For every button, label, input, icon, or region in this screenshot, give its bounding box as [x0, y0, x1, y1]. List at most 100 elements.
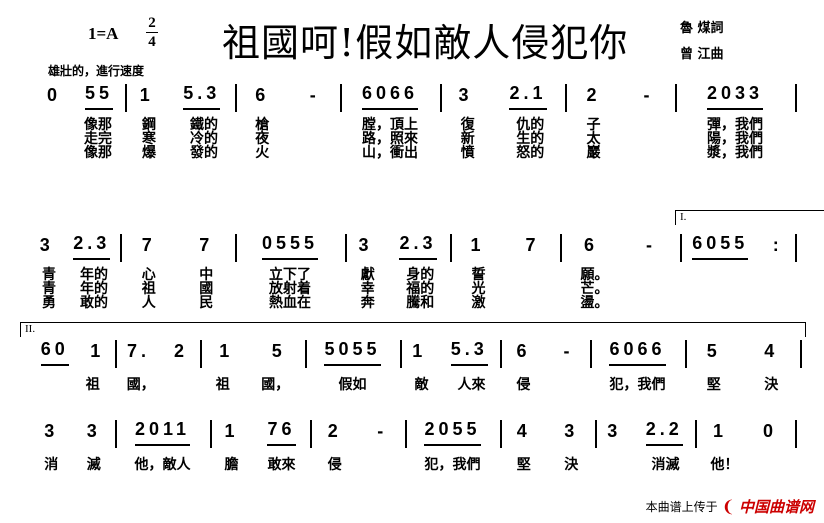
notes-row: 2033: [675, 83, 795, 110]
lyric-syllable: 夜: [255, 131, 270, 147]
lyric-line: 漿，我們: [675, 146, 795, 160]
lyric-line: 消滅: [30, 458, 115, 472]
barline: [680, 234, 682, 262]
lyric-syllable: 誓: [471, 267, 486, 283]
footer: 本曲谱上传于 ❨ 中国曲谱网: [646, 496, 814, 517]
lyric-syllable: 怒的: [516, 145, 545, 161]
lyric-syllable: 祖: [85, 377, 100, 393]
measure: 6066 犯，我們: [590, 339, 685, 400]
barline: [405, 420, 407, 448]
lyric-syllable: 願。: [580, 267, 609, 283]
lyric-syllable: [564, 378, 574, 392]
note: 5.3: [183, 83, 221, 110]
lyric-line: 犯，我們: [590, 378, 685, 392]
measure: 5055 假如: [305, 339, 400, 400]
site-logo[interactable]: 中国曲谱网: [738, 498, 814, 516]
note: 4: [764, 341, 779, 361]
lyric-syllable: [650, 268, 660, 282]
lyric-syllable: 槍: [255, 117, 270, 133]
lyric-line: 光: [450, 282, 560, 296]
lyric-syllable: 像那: [84, 145, 112, 161]
lyric-syllable: [310, 118, 320, 132]
measure: 6-槍夜火: [235, 84, 340, 164]
lyric-line: 勇敢的: [30, 296, 120, 310]
note: 3: [86, 421, 101, 441]
lyric-line: 像那: [35, 146, 125, 160]
lyric-syllable: 侵: [516, 377, 531, 393]
note: 6066: [361, 83, 419, 110]
lyric-syllable: 復: [460, 117, 475, 133]
barline: [115, 420, 117, 448]
note: 76: [267, 419, 296, 446]
lyric-syllable: 國，: [126, 377, 155, 393]
credits: 魯 煤詞 曾 江曲: [680, 16, 724, 68]
lyric-syllable: 新: [460, 131, 475, 147]
lyric-syllable: 發的: [190, 145, 218, 161]
lyric-line: 放射着: [235, 282, 345, 296]
note: 7.: [126, 341, 150, 361]
lyric-syllable: 民: [199, 295, 214, 311]
lyricist: 魯 煤詞: [680, 21, 724, 36]
lyric-syllable: [650, 296, 660, 310]
lyric-syllable: 人: [141, 295, 156, 311]
lyric-syllable: 假如: [338, 377, 367, 393]
note: 3: [39, 235, 54, 255]
lyric-syllable: [310, 132, 320, 146]
barline: [685, 340, 687, 368]
lyric-syllable: 巖: [586, 145, 601, 161]
time-top: 2: [148, 15, 156, 31]
lyric-syllable: 火: [255, 145, 270, 161]
note: 2.2: [645, 419, 683, 446]
note: -: [309, 85, 320, 105]
barline: [795, 84, 797, 112]
lyric-line: 獻身的: [345, 268, 450, 282]
note: 1: [139, 85, 154, 105]
lyric-syllable: 光: [471, 281, 486, 297]
notes-row: 2-: [565, 84, 675, 110]
note: 3: [607, 421, 622, 441]
tempo-marking: 雄壯的，進行速度: [48, 64, 145, 78]
lyric-syllable: 憤: [460, 145, 475, 161]
lyric-syllable: 走完: [84, 131, 112, 147]
lyric-line: 太: [565, 132, 675, 146]
lyric-syllable: 立下了: [269, 267, 311, 283]
notes-row: 5055: [305, 339, 400, 366]
lyric-line: 國，: [115, 378, 200, 392]
lyric-line: 青年的: [30, 282, 120, 296]
lyric-line: 巖: [565, 146, 675, 160]
measure: 6-侵: [500, 340, 590, 400]
lyric-syllable: 身的: [406, 267, 435, 283]
note: 2033: [706, 83, 764, 110]
barline: [595, 420, 597, 448]
barline: [675, 84, 677, 112]
barline: [695, 420, 697, 448]
lyric-line: 他，敵人: [115, 458, 210, 472]
lyric-syllable: 鐵的: [190, 117, 218, 133]
notes-row: 6-: [235, 84, 340, 110]
lyric-syllable: 騰和: [406, 295, 435, 311]
barline: [450, 234, 452, 262]
note: 6055: [692, 233, 749, 260]
note: 1: [224, 421, 239, 441]
note: 6066: [609, 339, 666, 366]
note: 6: [255, 85, 270, 105]
lyric-syllable: 芒。: [580, 281, 609, 297]
note: 7: [199, 235, 214, 255]
lyric-line: 陽，我們: [675, 132, 795, 146]
lyric-line: 走完: [35, 132, 125, 146]
barline: [500, 340, 502, 368]
lyric-syllable: 鋼: [142, 117, 156, 133]
lyric-syllable: 青: [42, 267, 56, 283]
